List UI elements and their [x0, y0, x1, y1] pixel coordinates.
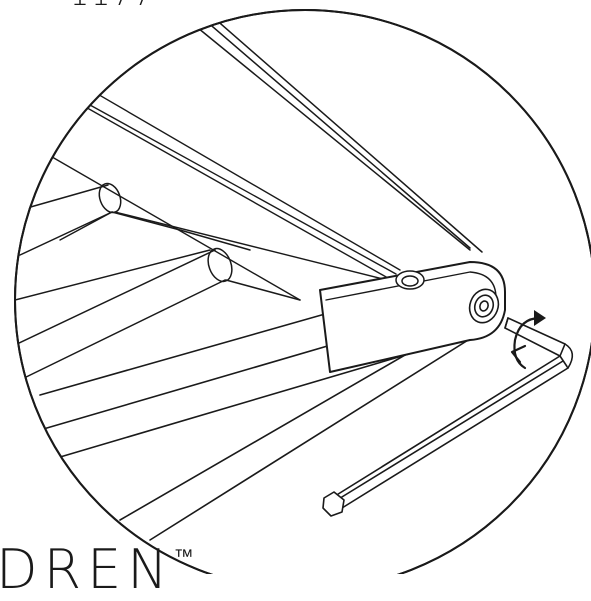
trademark-symbol: ™	[173, 544, 194, 568]
assembly-detail-illustration	[14, 9, 591, 574]
hinge-plate	[319, 261, 506, 373]
brand-logo-text: DREN™	[0, 538, 194, 601]
cross-rod-lower	[15, 247, 301, 381]
page-number: 1177	[70, 0, 154, 13]
cross-rod-upper	[19, 182, 251, 256]
bolt-hole-icon	[395, 270, 425, 290]
brand-text: DREN	[0, 538, 174, 601]
magnifier-outline	[14, 9, 591, 574]
rotation-arrow-icon	[510, 310, 546, 370]
upper-brace-rails	[169, 10, 483, 253]
socket-bolt-icon	[468, 288, 500, 324]
